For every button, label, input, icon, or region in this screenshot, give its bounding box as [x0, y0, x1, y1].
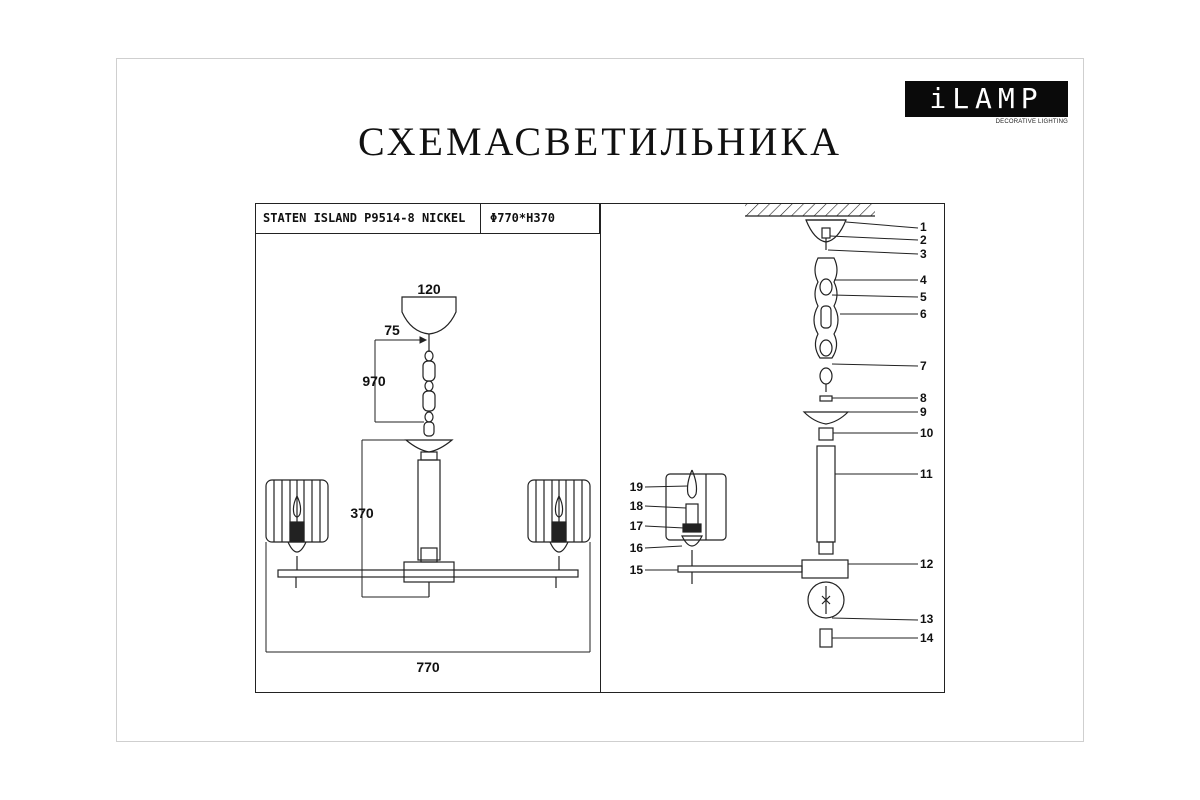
decorative-cup — [404, 439, 454, 453]
arm-bar — [277, 569, 579, 578]
central-column — [417, 459, 441, 561]
dim-chain-length: 970 — [362, 373, 386, 389]
exploded-cup — [802, 411, 850, 425]
cable-sleeve — [813, 257, 839, 359]
chain-link — [819, 367, 833, 385]
part-number: 12 — [920, 557, 934, 571]
chain-link — [424, 350, 434, 362]
part-number-labels: 1 2 3 4 5 6 7 8 9 10 11 12 13 14 15 16 1… — [630, 220, 934, 645]
part-number: 7 — [920, 359, 927, 373]
part-number: 4 — [920, 273, 927, 287]
exploded-column — [816, 445, 836, 543]
chain-link — [424, 411, 434, 423]
frame-divider — [600, 203, 601, 693]
exploded-view — [665, 204, 875, 648]
bottom-connector — [818, 541, 834, 555]
part-number: 19 — [630, 480, 644, 494]
right-lamp-shade — [527, 479, 591, 570]
part-number: 5 — [920, 290, 927, 304]
chain-link — [423, 421, 435, 437]
part-number: 14 — [920, 631, 934, 645]
socket-ring — [682, 523, 702, 533]
part-number: 17 — [630, 519, 644, 533]
part-number: 9 — [920, 405, 927, 419]
lamp-cup — [287, 541, 307, 553]
logo-background — [905, 81, 1068, 117]
ceiling-hatch — [745, 204, 875, 216]
canopy — [401, 296, 457, 335]
dim-canopy-width: 120 — [417, 281, 441, 297]
model-name: STATEN ISLAND P9514-8 NICKEL — [263, 211, 466, 225]
header-separator — [480, 203, 481, 234]
dim-height: 370 — [350, 505, 374, 521]
stem-collar — [420, 451, 438, 461]
chain-link — [424, 380, 434, 392]
wire-connector — [821, 586, 831, 614]
part-number: 6 — [920, 307, 927, 321]
part-number: 13 — [920, 612, 934, 626]
exploded-bulb — [686, 469, 698, 499]
candle-bulb — [292, 495, 302, 518]
exploded-hub — [801, 559, 849, 579]
wiring-detail — [807, 581, 845, 619]
dimension-labels: 120 75 970 370 770 — [350, 281, 441, 675]
part-number: 16 — [630, 541, 644, 555]
part-number: 2 — [920, 233, 927, 247]
brand-logo: iLAMP DECORATIVE LIGHTING — [905, 81, 1068, 125]
lamp-socket — [289, 521, 305, 543]
exploded-lamp-cup — [681, 535, 703, 547]
exploded-arm — [677, 565, 803, 573]
candle-bulb — [554, 495, 564, 518]
chain-link — [819, 278, 833, 296]
drawing-sheet — [116, 58, 1084, 742]
part-number: 10 — [920, 426, 934, 440]
hook-bolt — [821, 227, 831, 239]
chain-link — [820, 305, 832, 329]
lamp-cup — [549, 541, 569, 553]
end-cap — [819, 628, 833, 648]
nut — [819, 395, 833, 402]
part-number: 8 — [920, 391, 927, 405]
chain-link — [819, 339, 833, 357]
logo-text: iLAMP — [929, 82, 1044, 115]
assembled-view — [265, 296, 591, 653]
hub-block — [403, 561, 455, 583]
exploded-socket — [685, 503, 699, 527]
leader-lines — [644, 221, 919, 639]
chain-link — [422, 360, 436, 382]
page-title: СХЕМАСВЕТИЛЬНИКА — [358, 119, 842, 164]
dim-width: 770 — [416, 659, 440, 675]
dimension-lines — [265, 296, 591, 653]
part-number: 15 — [630, 563, 644, 577]
part-number: 11 — [920, 467, 933, 481]
header-box — [255, 203, 600, 234]
dim-top-gap: 75 — [384, 322, 400, 338]
chain-link — [422, 390, 436, 412]
lamp-socket — [551, 521, 567, 543]
left-lamp-shade — [265, 479, 329, 570]
part-number: 3 — [920, 247, 927, 261]
part-number: 18 — [630, 499, 644, 513]
overall-dimensions: Φ770*H370 — [490, 211, 556, 225]
logo-tagline: DECORATIVE LIGHTING — [995, 119, 1068, 125]
top-connector — [818, 427, 834, 441]
part-number: 1 — [920, 220, 927, 234]
